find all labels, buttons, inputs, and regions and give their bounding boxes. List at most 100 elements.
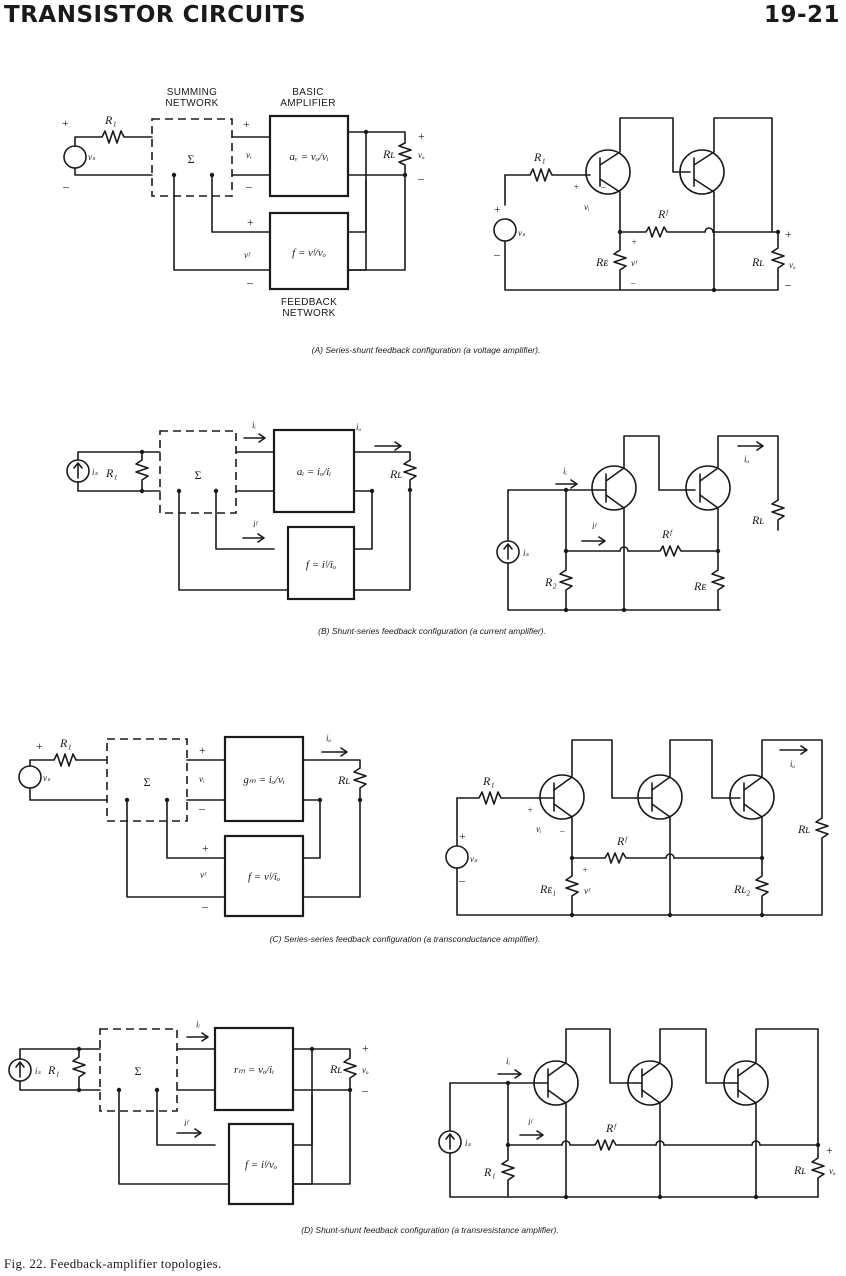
q2-emitter — [651, 803, 671, 916]
transistor-q2 — [627, 1060, 673, 1106]
io-arrow-head — [394, 441, 402, 451]
feedback-network-box — [223, 834, 305, 918]
ii-arrow-head — [258, 433, 266, 443]
vs-label: vₛ — [470, 854, 478, 864]
is-label: iₛ — [35, 1066, 42, 1076]
plus-sign: + — [573, 182, 579, 192]
feedback-factor-equation: f = vᶠ/iₒ — [248, 871, 280, 883]
q2-collector — [641, 1028, 733, 1084]
is-label: iₛ — [523, 548, 530, 558]
plus-sign: + — [785, 227, 792, 241]
feedback-factor-equation: f = iᶠ/iₒ — [306, 559, 336, 571]
feedback-factor-equation: f = vᶠ/vₒ — [292, 247, 326, 259]
r1-label: R₁ — [47, 1063, 60, 1077]
amplifier-gain-equation: aᵥ = vₒ/vᵢ — [289, 151, 328, 163]
plus-sign: + — [62, 116, 69, 130]
transistor-q3 — [723, 1060, 769, 1106]
q3-collector — [743, 739, 823, 819]
minus-sign: – — [784, 277, 792, 291]
panel-b-transistor-circuit: iᵢ iₛ iₒ Rʟ R — [496, 435, 785, 613]
feedback-factor-equation: f = iᶠ/vₒ — [245, 1159, 277, 1171]
wire — [353, 490, 373, 550]
ii-arrow-head — [570, 479, 578, 489]
rl2-resistor — [755, 857, 769, 916]
wire — [19, 1048, 101, 1060]
ground-rail — [456, 844, 823, 916]
wire-crossover — [655, 1140, 665, 1146]
summing-network-box — [99, 1028, 178, 1112]
current-source-arrow-head — [15, 1061, 25, 1068]
minus-sign: – — [458, 873, 466, 887]
transistor-q2 — [637, 774, 683, 820]
basic-amplifier-box — [272, 428, 356, 514]
wire — [353, 451, 411, 461]
r1-label: R₁ — [533, 150, 546, 164]
junction-dot — [209, 172, 215, 178]
rl2-label: Rʟ₂ — [733, 882, 750, 896]
junction-dot — [759, 912, 765, 918]
r1-label: R₁ — [482, 774, 495, 788]
feedback-network-box — [268, 211, 350, 291]
transistor-q3 — [729, 774, 775, 820]
minus-sign: – — [361, 1083, 369, 1097]
q2-collector — [699, 435, 779, 501]
r1-resistor — [456, 791, 541, 805]
transistor-q2 — [685, 465, 731, 511]
wire — [166, 799, 226, 859]
rf-resistor — [627, 545, 719, 557]
junction-dot — [563, 548, 569, 554]
rl-resistor — [771, 499, 785, 531]
io-arrow-head — [756, 441, 764, 451]
r1-resistor — [501, 1144, 515, 1198]
q3-collector — [737, 1028, 819, 1146]
transistor-q1 — [585, 149, 631, 195]
feedback-network-label-2: NETWORK — [282, 308, 335, 319]
ground-rail — [507, 562, 721, 611]
junction-dot — [505, 1080, 511, 1086]
vs-label: vₛ — [518, 228, 526, 238]
q2-emitter — [641, 1089, 661, 1198]
panel-d-caption: (D) Shunt-shunt feedback configuration (… — [301, 1225, 558, 1235]
current-source-arrow-head — [503, 543, 513, 550]
junction-dot — [563, 487, 569, 493]
wire-crossover — [619, 546, 629, 552]
plus-sign: + — [199, 743, 206, 757]
ground-rail — [504, 240, 779, 291]
feedback-network-label-1: FEEDBACK — [281, 297, 337, 308]
wire-crossover — [561, 1140, 571, 1146]
rf-label: Rᶠ — [657, 207, 669, 221]
minus-sign: – — [201, 899, 209, 913]
junction-dot — [139, 449, 145, 455]
plus-sign: + — [247, 215, 254, 229]
junction-dot — [569, 855, 575, 861]
wire — [77, 481, 161, 492]
rf-resistor — [571, 852, 667, 864]
plus-sign: + — [527, 805, 533, 815]
basic-amplifier-label-1: BASIC — [292, 87, 324, 98]
junction-dot — [116, 1087, 122, 1093]
wire — [302, 759, 361, 769]
re-resistor — [711, 550, 725, 611]
wire — [302, 799, 321, 859]
amplifier-gain-equation: aᵢ = iₒ/iᵢ — [297, 466, 331, 478]
io-arrow-head — [800, 745, 808, 755]
minus-sign: – — [559, 826, 565, 836]
minus-sign: – — [246, 275, 254, 289]
minus-sign: – — [62, 179, 70, 193]
vi-label: vᵢ — [584, 202, 590, 212]
q1-emitter — [605, 494, 625, 552]
r1-resistor — [135, 451, 149, 492]
junction-dot — [505, 1142, 511, 1148]
feedback-network-box — [286, 525, 356, 601]
vo-label: vₒ — [829, 1166, 836, 1176]
vi-label: vᵢ — [536, 824, 542, 834]
panel-a: SUMMING NETWORK BASIC AMPLIFIER vₛ + – R… — [62, 87, 796, 355]
junction-dot — [657, 1194, 663, 1200]
wire — [29, 787, 108, 801]
rf-resistor — [569, 1139, 657, 1151]
r1-resistor — [504, 168, 591, 182]
r1-resistor — [29, 753, 108, 767]
q2-collector — [693, 117, 773, 233]
junction-dot — [154, 1087, 160, 1093]
minus-sign: – — [198, 801, 206, 815]
